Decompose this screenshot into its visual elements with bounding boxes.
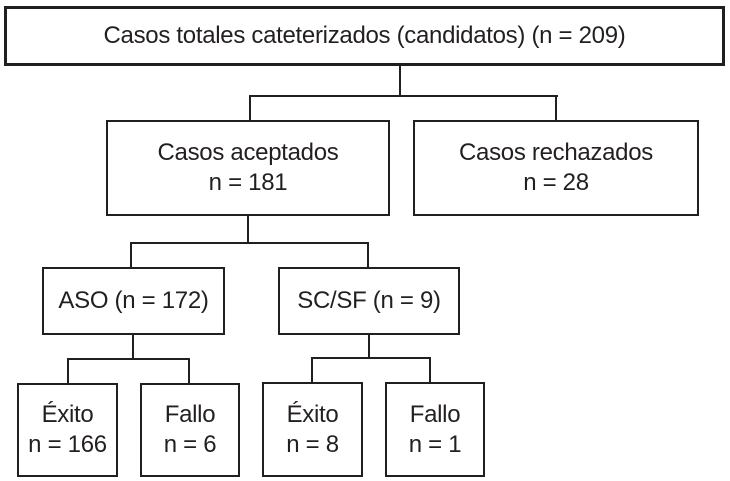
node-scsf-label: SC/SF (n = 9) xyxy=(297,287,441,314)
connector-aso-exito-drop xyxy=(67,358,69,385)
node-accepted-cases: Casos aceptados n = 181 xyxy=(106,120,390,216)
connector-aso-fallo-drop xyxy=(188,358,190,385)
node-scsf-exito: Éxito n = 8 xyxy=(262,382,363,477)
connector-accepted-stem xyxy=(247,214,249,244)
connector-rejected-drop xyxy=(555,95,557,122)
connector-scsf-stem xyxy=(368,333,370,359)
connector-aso-children-rail xyxy=(67,358,190,360)
node-rejected-label: Casos rechazados xyxy=(459,139,653,166)
connector-scsf-fallo-drop xyxy=(429,357,431,384)
node-aso-fallo-label: Fallo xyxy=(164,401,216,428)
node-scsf-fallo-count: n = 1 xyxy=(408,430,462,458)
connector-level2-rail xyxy=(249,95,558,97)
node-total-cases: Casos totales cateterizados (candidatos)… xyxy=(4,6,725,66)
connector-aso-drop xyxy=(130,242,132,269)
node-scsf-exito-count: n = 8 xyxy=(286,430,339,458)
node-scsf-fallo: Fallo n = 1 xyxy=(385,382,485,477)
node-rejected-cases: Casos rechazados n = 28 xyxy=(413,120,699,216)
connector-root-stem xyxy=(399,64,401,97)
node-scsf-exito-label: Éxito xyxy=(286,400,339,428)
connector-scsf-children-rail xyxy=(311,357,431,359)
connector-level3-rail xyxy=(130,242,369,244)
node-aso: ASO (n = 172) xyxy=(42,267,225,335)
node-aso-exito-count: n = 166 xyxy=(28,431,107,458)
node-aso-exito-label: Éxito xyxy=(41,401,94,428)
node-aso-fallo: Fallo n = 6 xyxy=(140,383,240,477)
node-accepted-count: n = 181 xyxy=(208,169,288,196)
node-aso-exito: Éxito n = 166 xyxy=(17,383,118,477)
node-aso-label: ASO (n = 172) xyxy=(58,287,209,314)
node-accepted-label: Casos aceptados xyxy=(157,139,339,166)
node-scsf-fallo-label: Fallo xyxy=(409,400,461,428)
node-rejected-count: n = 28 xyxy=(523,169,589,196)
node-total-cases-label: Casos totales cateterizados (candidatos)… xyxy=(103,22,626,49)
connector-scsf-drop xyxy=(367,242,369,269)
node-scsf: SC/SF (n = 9) xyxy=(278,267,460,335)
node-aso-fallo-count: n = 6 xyxy=(163,431,217,458)
connector-accepted-drop xyxy=(249,95,251,122)
connector-aso-stem xyxy=(132,333,134,360)
connector-scsf-exito-drop xyxy=(311,357,313,384)
